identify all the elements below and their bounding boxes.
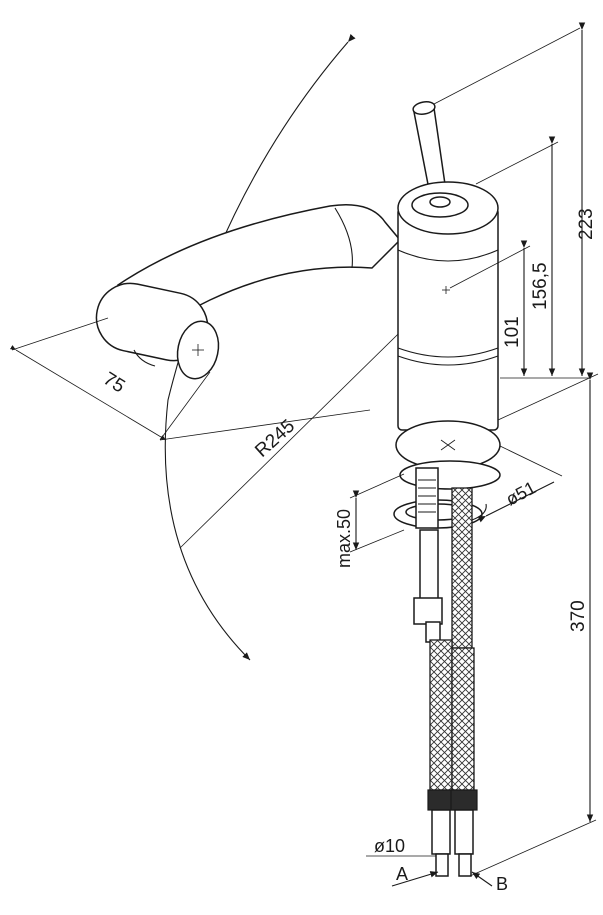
connection-label-b: B <box>496 874 508 894</box>
hose-length-label: 370 <box>568 600 589 632</box>
faucet-body <box>395 101 501 470</box>
supply-hoses <box>413 487 478 877</box>
lever-width-dimension <box>9 317 211 441</box>
mounting-hardware <box>393 460 501 529</box>
connection-label-a: A <box>396 864 408 884</box>
body-height-label: 156,5 <box>530 262 551 310</box>
axis-height-label: 101 <box>502 316 523 348</box>
hose-diameter-label: ø10 <box>374 836 405 856</box>
lever-width-label: 75 <box>99 368 128 397</box>
total-height-label: 223 <box>576 208 597 240</box>
dimension-lines <box>349 22 599 887</box>
lever-handle <box>95 204 402 380</box>
max-thickness-label: max.50 <box>334 509 354 568</box>
